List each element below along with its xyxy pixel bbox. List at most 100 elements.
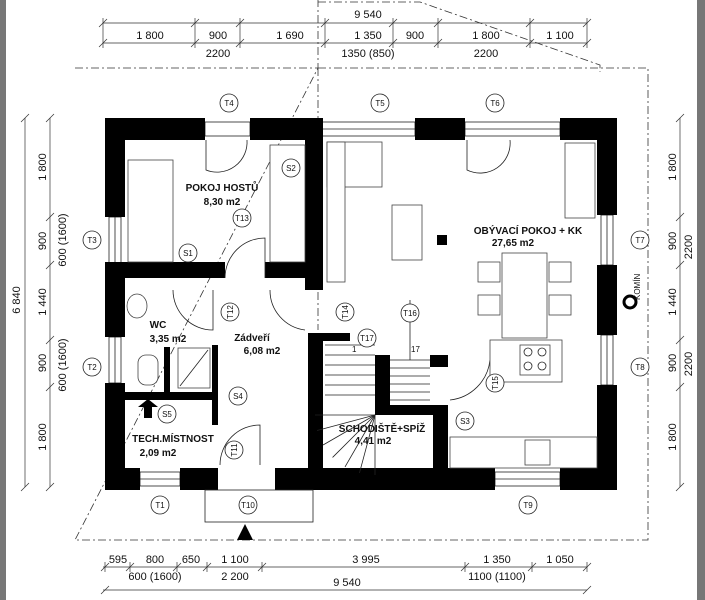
- dim-top-opening: 2200: [206, 48, 230, 60]
- tag-label: T14: [341, 305, 350, 319]
- tag-t14: T14: [335, 302, 355, 322]
- dim-left-opening: 600 (1600): [57, 338, 69, 391]
- tag-t8: T8: [630, 357, 650, 377]
- dimension-tick: [45, 335, 55, 345]
- dim-left: 1 800: [37, 153, 49, 181]
- dim-right: 1 440: [667, 288, 679, 316]
- dim-top: 1 350: [354, 30, 382, 42]
- dimension-tick: [675, 113, 685, 123]
- dim-bottom: 1 100: [221, 554, 249, 566]
- tag-label: S3: [460, 417, 470, 426]
- tag-s3: S3: [455, 411, 475, 431]
- walls: [105, 118, 617, 490]
- dim-bottom: 650: [182, 554, 200, 566]
- dimension-tick: [20, 482, 30, 492]
- room-name-tech: TECH.MÍSTNOST: [132, 432, 214, 445]
- tag-t13: T13: [232, 208, 252, 228]
- tag-label: S2: [286, 164, 296, 173]
- sink: [524, 439, 551, 466]
- bed: [127, 159, 174, 263]
- tag-label: T12: [226, 305, 235, 319]
- tag-label: T17: [360, 334, 374, 343]
- tag-t6: T6: [485, 93, 505, 113]
- dim-bottom: 800: [146, 554, 164, 566]
- dim-right: 1 800: [667, 153, 679, 181]
- chimney-label: KOMÍN: [633, 274, 642, 300]
- room-area-vestibule: 6,08 m2: [244, 346, 281, 357]
- tag-label: T1: [155, 501, 165, 510]
- tag-label: S5: [162, 410, 172, 419]
- room-area-living: 27,65 m2: [492, 238, 535, 249]
- dim-right: 900: [667, 232, 679, 250]
- coffee-table: [391, 204, 423, 261]
- dim-bottom: 595: [109, 554, 127, 566]
- room-area-wc: 3,35 m2: [150, 334, 187, 345]
- tag-s2: S2: [281, 158, 301, 178]
- dim-top-opening: 2200: [474, 48, 498, 60]
- left-edge-bar: [0, 0, 6, 600]
- tag-t2: T2: [82, 357, 102, 377]
- tag-label: T4: [224, 99, 234, 108]
- dim-right-opening: 2200: [683, 235, 695, 259]
- tag-t11: T11: [224, 440, 244, 460]
- dimension-lines: [20, 18, 685, 595]
- tag-label: T10: [241, 501, 255, 510]
- tv-unit: [564, 142, 596, 219]
- dim-top: 1 800: [472, 30, 500, 42]
- tag-label: T2: [87, 363, 97, 372]
- dimension-tick: [20, 113, 30, 123]
- dim-top: 900: [406, 30, 424, 42]
- tag-t5: T5: [370, 93, 390, 113]
- entrance-arrow-icon: [237, 524, 253, 540]
- dimension-tick: [45, 260, 55, 270]
- tag-t1: T1: [150, 495, 170, 515]
- dim-left-opening: 600 (1600): [57, 213, 69, 266]
- tag-label: S1: [183, 249, 193, 258]
- tag-label: T13: [235, 214, 249, 223]
- tag-label: T3: [87, 236, 97, 245]
- washbasin: [126, 293, 148, 319]
- up-arrow-icon: [138, 399, 158, 418]
- stair-number-last: 17: [411, 345, 420, 354]
- tag-t17: T17: [357, 328, 377, 348]
- dim-bottom: 3 995: [352, 554, 380, 566]
- chimney-icon: [622, 294, 638, 310]
- tag-t12: T12: [220, 302, 240, 322]
- tag-label: T7: [635, 236, 645, 245]
- dimension-tick: [45, 113, 55, 123]
- tag-s4: S4: [228, 386, 248, 406]
- tag-label: T6: [490, 99, 500, 108]
- tag-label: T8: [635, 363, 645, 372]
- tag-t3: T3: [82, 230, 102, 250]
- dim-bottom: 1 350: [483, 554, 511, 566]
- room-area-guest: 8,30 m2: [204, 197, 241, 208]
- room-area-stairs: 4,41 m2: [355, 436, 392, 447]
- dimension-tick: [45, 382, 55, 392]
- tag-s5: S5: [157, 404, 177, 424]
- dim-top: 1 100: [546, 30, 574, 42]
- stair-number-first: 1: [352, 345, 357, 354]
- room-name-guest: POKOJ HOSTŮ: [186, 180, 259, 194]
- dim-bottom: 1 050: [546, 554, 574, 566]
- doors: [172, 139, 511, 523]
- room-name-wc: WC: [150, 320, 167, 331]
- tag-t7: T7: [630, 230, 650, 250]
- tag-label: T9: [523, 501, 533, 510]
- dim-right-opening: 2200: [683, 352, 695, 376]
- dim-bottom-opening: 1100 (1100): [468, 571, 526, 583]
- tag-s1: S1: [178, 243, 198, 263]
- room-area-tech: 2,09 m2: [140, 448, 177, 459]
- dim-top: 900: [209, 30, 227, 42]
- dim-right: 900: [667, 354, 679, 372]
- tag-label: T16: [403, 309, 417, 318]
- toilet: [137, 354, 159, 386]
- sofa-side: [326, 141, 346, 283]
- dim-bottom-total: 9 540: [333, 577, 361, 589]
- tag-label: T5: [375, 99, 385, 108]
- kitchen-counter: [449, 436, 598, 469]
- dimension-tick: [45, 212, 55, 222]
- room-name-stairs: SCHODIŠTĚ+SPÍŽ: [339, 422, 425, 435]
- dim-left: 900: [37, 354, 49, 372]
